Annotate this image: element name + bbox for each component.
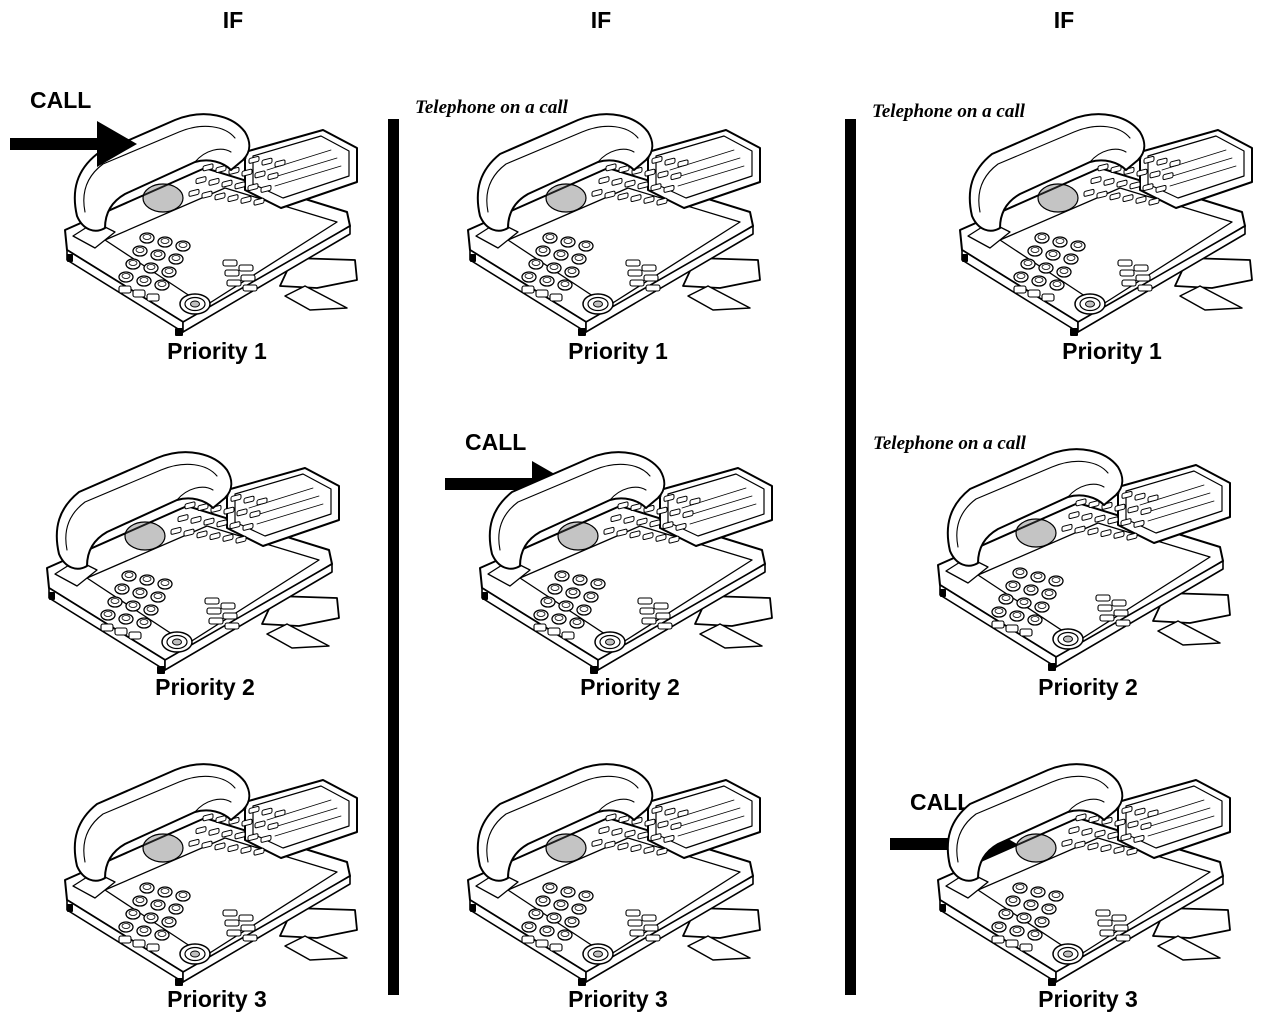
desk-telephone-icon <box>55 110 375 340</box>
priority-caption: Priority 2 <box>155 674 255 700</box>
desk-telephone-icon <box>458 110 778 340</box>
priority-caption: Priority 1 <box>568 338 668 364</box>
telephone-status: Telephone on a call <box>873 433 1026 454</box>
desk-telephone-icon <box>928 445 1248 675</box>
telephone-status: Telephone on a call <box>415 97 568 118</box>
desk-telephone-icon <box>458 760 778 990</box>
priority-caption: Priority 1 <box>1062 338 1162 364</box>
call-label: CALL <box>910 789 972 815</box>
call-label: CALL <box>30 87 92 113</box>
desk-telephone-icon <box>928 760 1248 990</box>
call-arrow-icon <box>10 121 140 167</box>
call-label: CALL <box>465 429 527 455</box>
column-1-heading: IF <box>222 7 244 33</box>
desk-telephone-icon <box>37 448 357 678</box>
priority-caption: Priority 1 <box>167 338 267 364</box>
desk-telephone-icon <box>950 110 1270 340</box>
priority-caption: Priority 3 <box>1038 986 1138 1012</box>
column-2-heading: IF <box>590 7 612 33</box>
column-divider-right <box>845 119 856 995</box>
desk-telephone-icon <box>470 448 790 678</box>
priority-caption: Priority 3 <box>167 986 267 1012</box>
priority-caption: Priority 3 <box>568 986 668 1012</box>
telephone-status: Telephone on a call <box>872 101 1025 122</box>
column-divider-left <box>388 119 399 995</box>
desk-telephone-icon <box>55 760 375 990</box>
column-3-heading: IF <box>1053 7 1075 33</box>
priority-caption: Priority 2 <box>1038 674 1138 700</box>
priority-caption: Priority 2 <box>580 674 680 700</box>
